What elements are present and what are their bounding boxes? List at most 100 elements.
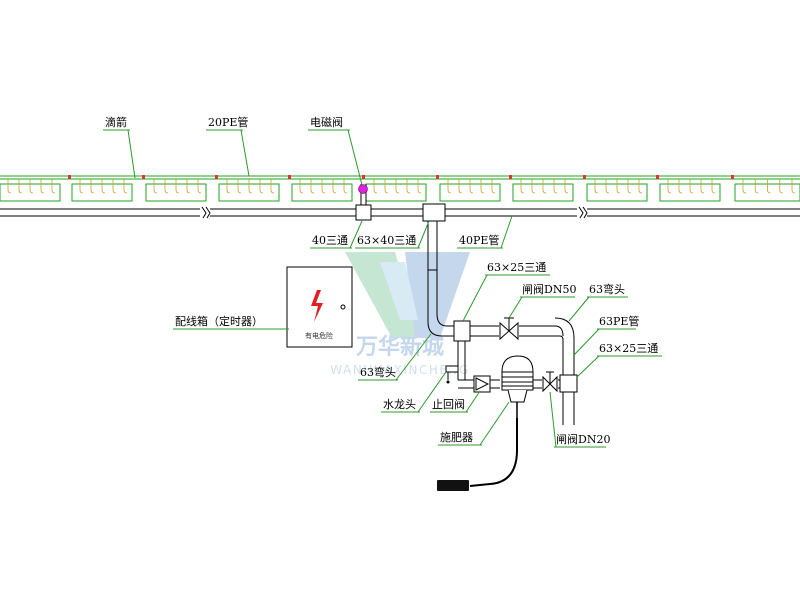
dripper-stake	[343, 179, 348, 194]
gate-valve-dn20	[542, 371, 558, 393]
label-dripper: 滴箭	[105, 115, 127, 129]
dripper-stake	[678, 179, 683, 194]
gate-valve-dn50	[499, 317, 519, 341]
label-elbow-63-left: 63弯头	[360, 365, 396, 379]
dripper-stake	[51, 179, 56, 194]
dripper-stake	[175, 179, 180, 194]
dripper-stake	[373, 179, 378, 194]
label-tee-63x25-right: 63×25三通	[599, 342, 658, 355]
dripper-stake	[112, 179, 117, 194]
label-40pe-pipe: 40PE管	[459, 233, 499, 247]
fertilizer-branch	[437, 341, 560, 491]
dripper-stake	[29, 179, 34, 194]
control-box-knob	[340, 304, 346, 310]
label-elbow-63-right: 63弯头	[589, 282, 625, 296]
dripper-stake	[237, 179, 242, 194]
label-tee-63x40: 63×40三通	[357, 234, 416, 247]
dripper-stake	[469, 179, 474, 194]
dripper-stake	[332, 179, 337, 194]
dripper-stake	[542, 179, 547, 194]
labels: 滴箭 20PE管 电磁阀 40三通 63×40三通 40PE管 63×25三通 …	[103, 115, 662, 448]
label-20pe-pipe: 20PE管	[208, 115, 248, 129]
drip-joint-marker	[656, 175, 659, 179]
dripper-stake	[605, 179, 610, 194]
dripper-stake	[259, 179, 264, 194]
dripper-stake	[689, 179, 694, 194]
drip-joint-marker	[68, 175, 71, 179]
dripper-stake	[90, 179, 95, 194]
dripper-stake	[226, 179, 231, 194]
drip-joint-marker	[436, 175, 439, 179]
dripper-stake	[248, 179, 253, 194]
solenoid-marker	[358, 184, 368, 194]
dripper-stake	[7, 179, 12, 194]
dripper-stake	[321, 179, 326, 194]
box-warning-text: 有电危险	[305, 331, 333, 340]
dripper-stake	[754, 179, 759, 194]
control-box: 有电危险	[286, 266, 353, 348]
pipe-break-mark-right	[577, 206, 588, 219]
vertical-63pe-right	[559, 338, 578, 425]
dripper-stake	[447, 179, 452, 194]
dripper-stake	[779, 179, 783, 194]
dripper-stake	[299, 179, 304, 194]
drip-joint-marker	[509, 175, 512, 179]
dripper-stake	[480, 179, 485, 194]
dripper-stake	[564, 179, 569, 194]
dripper-stake	[711, 179, 716, 194]
pipe-break-mark	[200, 206, 211, 219]
label-tee-63x25-top: 63×25三通	[487, 261, 546, 274]
label-fertilizer: 施肥器	[440, 431, 473, 444]
hose-filter	[437, 480, 469, 491]
suction-hose	[469, 418, 518, 487]
dripper-stake	[520, 179, 525, 194]
label-gate-valve-dn20: 闸阀DN20	[556, 432, 610, 446]
watermark-chinese-text: 万华新城	[355, 334, 444, 360]
dripper-stake	[638, 179, 643, 194]
dripper-stake	[767, 179, 771, 194]
check-valve-icon	[473, 375, 491, 393]
lightning-warning-icon	[311, 290, 323, 322]
drip-joint-marker	[215, 175, 218, 179]
dripper-stake	[406, 179, 411, 194]
fertilizer-injector	[501, 355, 534, 418]
dripper-stake	[531, 179, 536, 194]
dripper-stake	[458, 179, 463, 194]
dripper-stake	[553, 179, 558, 194]
tee-63x25-top	[453, 320, 471, 342]
dripper-stake	[742, 179, 747, 194]
bed-row	[0, 175, 800, 202]
elbow-63-right	[554, 317, 575, 339]
watermark-logo-left-stroke	[345, 252, 420, 338]
dripper-stake	[197, 179, 202, 194]
dripper-stake	[123, 179, 128, 194]
label-tee-40: 40三通	[312, 234, 348, 247]
dripper-stake	[491, 179, 496, 194]
label-control-box: 配线箱（定时器）	[175, 314, 263, 328]
watermark-logo-mid	[380, 262, 418, 320]
dripper-stake	[395, 179, 400, 194]
tee-63x25-right	[559, 374, 578, 393]
dripper-stake	[40, 179, 45, 194]
dripper-stake	[164, 179, 169, 194]
label-check-valve: 止回阀	[432, 397, 465, 411]
drip-joint-marker	[142, 175, 145, 179]
drip-joint-marker	[288, 175, 291, 179]
dripper-stake	[310, 179, 315, 194]
main-pipe-40pe	[0, 206, 800, 219]
label-63pe-pipe: 63PE管	[599, 314, 639, 328]
label-faucet: 水龙头	[383, 398, 416, 411]
dripper-stake	[18, 179, 23, 194]
dripper-stake	[384, 179, 389, 194]
dripper-stake	[186, 179, 191, 194]
drip-joint-marker	[731, 175, 734, 179]
horizontal-63-pipe	[442, 317, 575, 342]
dripper-stake	[616, 179, 621, 194]
label-solenoid: 电磁阀	[310, 115, 343, 129]
dripper-stake	[667, 179, 672, 194]
drip-joint-marker	[583, 175, 586, 179]
label-gate-valve-dn50: 闸阀DN50	[522, 282, 576, 296]
drip-joint-marker	[362, 175, 365, 179]
dripper-stake	[627, 179, 632, 194]
